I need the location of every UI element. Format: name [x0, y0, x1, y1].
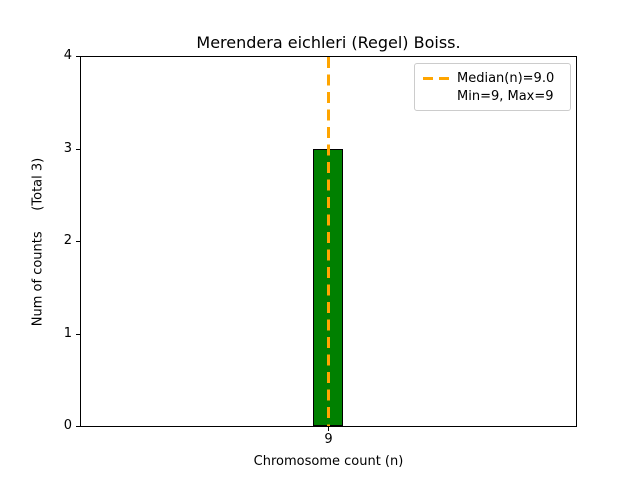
y-tick-label: 1 — [63, 326, 72, 341]
y-tick-mark — [76, 241, 80, 242]
y-tick-label: 3 — [63, 141, 72, 156]
legend-handle-spacer — [423, 95, 449, 98]
plot-area — [80, 56, 577, 427]
chart-title: Merendera eichleri (Regel) Boiss. — [196, 33, 461, 52]
y-tick-mark — [76, 334, 80, 335]
legend-entry-median: Median(n)=9.0 — [423, 69, 562, 87]
y-tick-mark — [76, 426, 80, 427]
legend-entry-minmax: Min=9, Max=9 — [423, 87, 562, 105]
x-tick-label: 9 — [324, 432, 333, 447]
legend-label-minmax: Min=9, Max=9 — [457, 88, 554, 104]
legend: Median(n)=9.0 Min=9, Max=9 — [414, 63, 571, 111]
x-tick-mark — [328, 427, 329, 431]
y-tick-mark — [76, 149, 80, 150]
legend-label-median: Median(n)=9.0 — [457, 70, 555, 86]
median-dash-icon — [423, 76, 449, 80]
y-tick-mark — [76, 56, 80, 57]
y-tick-label: 0 — [63, 418, 72, 433]
median-line — [327, 57, 330, 426]
y-tick-label: 2 — [63, 233, 72, 248]
x-axis-label: Chromosome count (n) — [253, 454, 404, 469]
y-tick-label: 4 — [63, 48, 72, 63]
